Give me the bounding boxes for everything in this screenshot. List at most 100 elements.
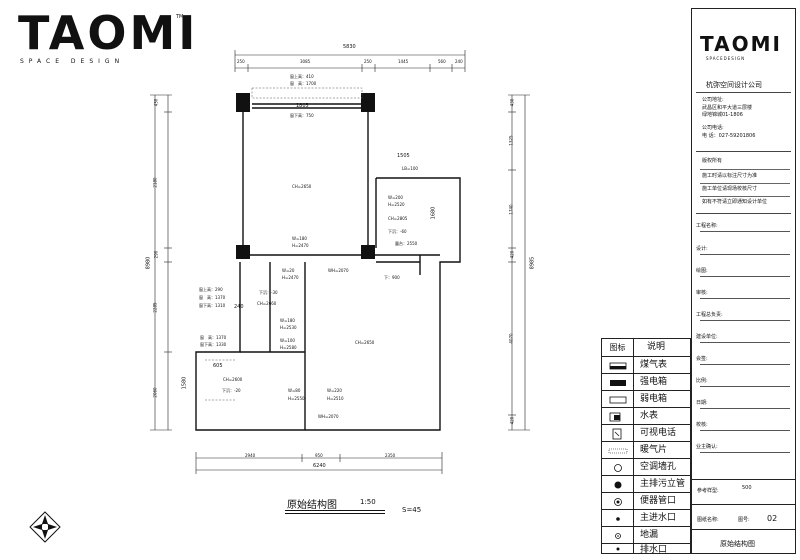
legend-item: 空调墙孔 — [602, 458, 690, 476]
plan-title-underline — [285, 513, 385, 514]
field-line — [700, 452, 790, 453]
field-line — [700, 430, 790, 431]
plan-title: 原始结构图 — [287, 500, 337, 511]
divider — [696, 151, 791, 152]
legend-item-label: 弱电箱 — [640, 394, 668, 404]
divider — [700, 169, 790, 170]
column — [236, 93, 250, 112]
annotation: 窗 高：1370 — [200, 335, 227, 340]
divider — [700, 183, 790, 184]
legend-item: 地漏 — [602, 526, 690, 544]
legend-item-label: 主进水口 — [640, 513, 677, 523]
field-owner-confirm: 业主确认: — [696, 444, 718, 450]
dim-right-seg: 1325 — [508, 135, 514, 146]
annotation: W=180 — [280, 318, 295, 323]
annotation: 窗 高：1700 — [290, 81, 317, 86]
dim-right-seg: 1740 — [508, 204, 514, 215]
legend-item: 可视电话 — [602, 424, 690, 442]
dim-label: 1505 — [397, 153, 410, 159]
dim-top-seg: 1445 — [398, 59, 409, 64]
field-line — [700, 408, 790, 409]
column — [361, 245, 375, 259]
annotation: 露台：2550 — [395, 241, 418, 246]
legend-item-label: 排水口 — [640, 545, 668, 555]
dim-right-seg: 420 — [509, 416, 515, 425]
legend-item: 便器管口 — [602, 492, 690, 510]
legend-item-label: 煤气表 — [640, 360, 668, 370]
field-design: 设计: — [696, 246, 708, 252]
field-line — [700, 276, 790, 277]
drawing-name-label: 图纸名称: — [697, 517, 719, 523]
main-water-inlet-icon — [602, 510, 634, 527]
address-line2: 绿地锦城01-1806 — [702, 112, 743, 118]
dim-left-seg: 430 — [153, 98, 159, 107]
field-line — [700, 364, 790, 365]
dim-right-seg: 430 — [509, 98, 515, 107]
divider — [692, 504, 795, 505]
legend-item: 煤气表 — [602, 356, 690, 374]
legend-item-label: 暖气片 — [640, 445, 668, 455]
annotation: H=2510 — [327, 396, 344, 401]
annotation: 下沉：-30 — [259, 290, 278, 295]
field-line — [700, 386, 790, 387]
legend-item: 弱电箱 — [602, 390, 690, 408]
dim-bottom-seg: 2350 — [385, 453, 396, 458]
side-logo-tagline: SPACEDESIGN — [706, 56, 746, 61]
dim-top-total: 5830 — [343, 44, 356, 50]
annotation: H=2520 — [388, 202, 405, 207]
legend-item: 水表 — [602, 407, 690, 425]
dim-label: 605 — [213, 363, 223, 369]
legend-item-label: 地漏 — [640, 530, 659, 540]
annotation: 窗下高：1330 — [200, 342, 227, 347]
dim-left-total: 8980 — [145, 256, 152, 270]
radiator-icon — [602, 442, 634, 459]
dim-top-seg: 240 — [455, 59, 463, 64]
legend-header-desc: 说明 — [647, 342, 666, 352]
dim-top-seg: 3085 — [300, 59, 311, 64]
annotation: 窗下高：750 — [290, 113, 314, 118]
copyright-line: 施工单位请现场校核尺寸 — [702, 186, 758, 192]
field-countersign: 会签: — [696, 356, 708, 362]
annotation: W=80 — [288, 388, 301, 393]
legend-item: 主进水口 — [602, 509, 690, 527]
floor-drain-icon — [602, 527, 634, 544]
divider — [700, 196, 790, 197]
annotation: H=2580 — [280, 345, 297, 350]
copyright-heading: 版权所有 — [702, 158, 723, 164]
annotation: WH=2070 — [318, 414, 339, 419]
legend-item: 暖气片 — [602, 441, 690, 459]
divider — [692, 529, 795, 530]
field-line — [700, 231, 790, 232]
toilet-pipe-icon — [602, 493, 634, 510]
annotation: CH=2650 — [355, 340, 375, 345]
annotation: 下：900 — [384, 275, 400, 280]
dim-label: 240 — [234, 304, 244, 310]
drawing-no-value: 02 — [767, 514, 778, 523]
annotation: W=100 — [280, 338, 295, 343]
annotation: W=20 — [282, 268, 295, 273]
column — [361, 93, 375, 112]
annotation: CH=2805 — [388, 216, 408, 221]
copyright-line: 施工时请以标注尺寸为准 — [702, 173, 758, 179]
field-project-name: 工程名称: — [696, 223, 718, 229]
field-line — [700, 254, 790, 255]
ac-hole-icon — [602, 459, 634, 476]
logo-tagline: SPACE DESIGN — [20, 58, 125, 65]
annotation: 窗上高：410 — [290, 74, 314, 79]
plan-area: S=45 — [402, 506, 422, 514]
field-date: 日期: — [696, 400, 708, 406]
legend-item-label: 可视电话 — [640, 428, 677, 438]
dim-right-seg: 420 — [509, 250, 515, 259]
field-drawing: 绘图: — [696, 268, 708, 274]
annotation: LB=100 — [402, 166, 418, 171]
annotation: 窗 高：1370 — [199, 295, 226, 300]
annotation: W=180 — [292, 236, 307, 241]
annotation: 窗上高：290 — [199, 287, 223, 292]
plan-scale: 1:50 — [360, 498, 376, 506]
compass-icon — [29, 511, 61, 543]
legend-item-label: 便器管口 — [640, 496, 677, 506]
dim-label: 1580 — [181, 376, 188, 390]
legend-item: 强电箱 — [602, 373, 690, 391]
annotation: CH=2600 — [223, 377, 243, 382]
